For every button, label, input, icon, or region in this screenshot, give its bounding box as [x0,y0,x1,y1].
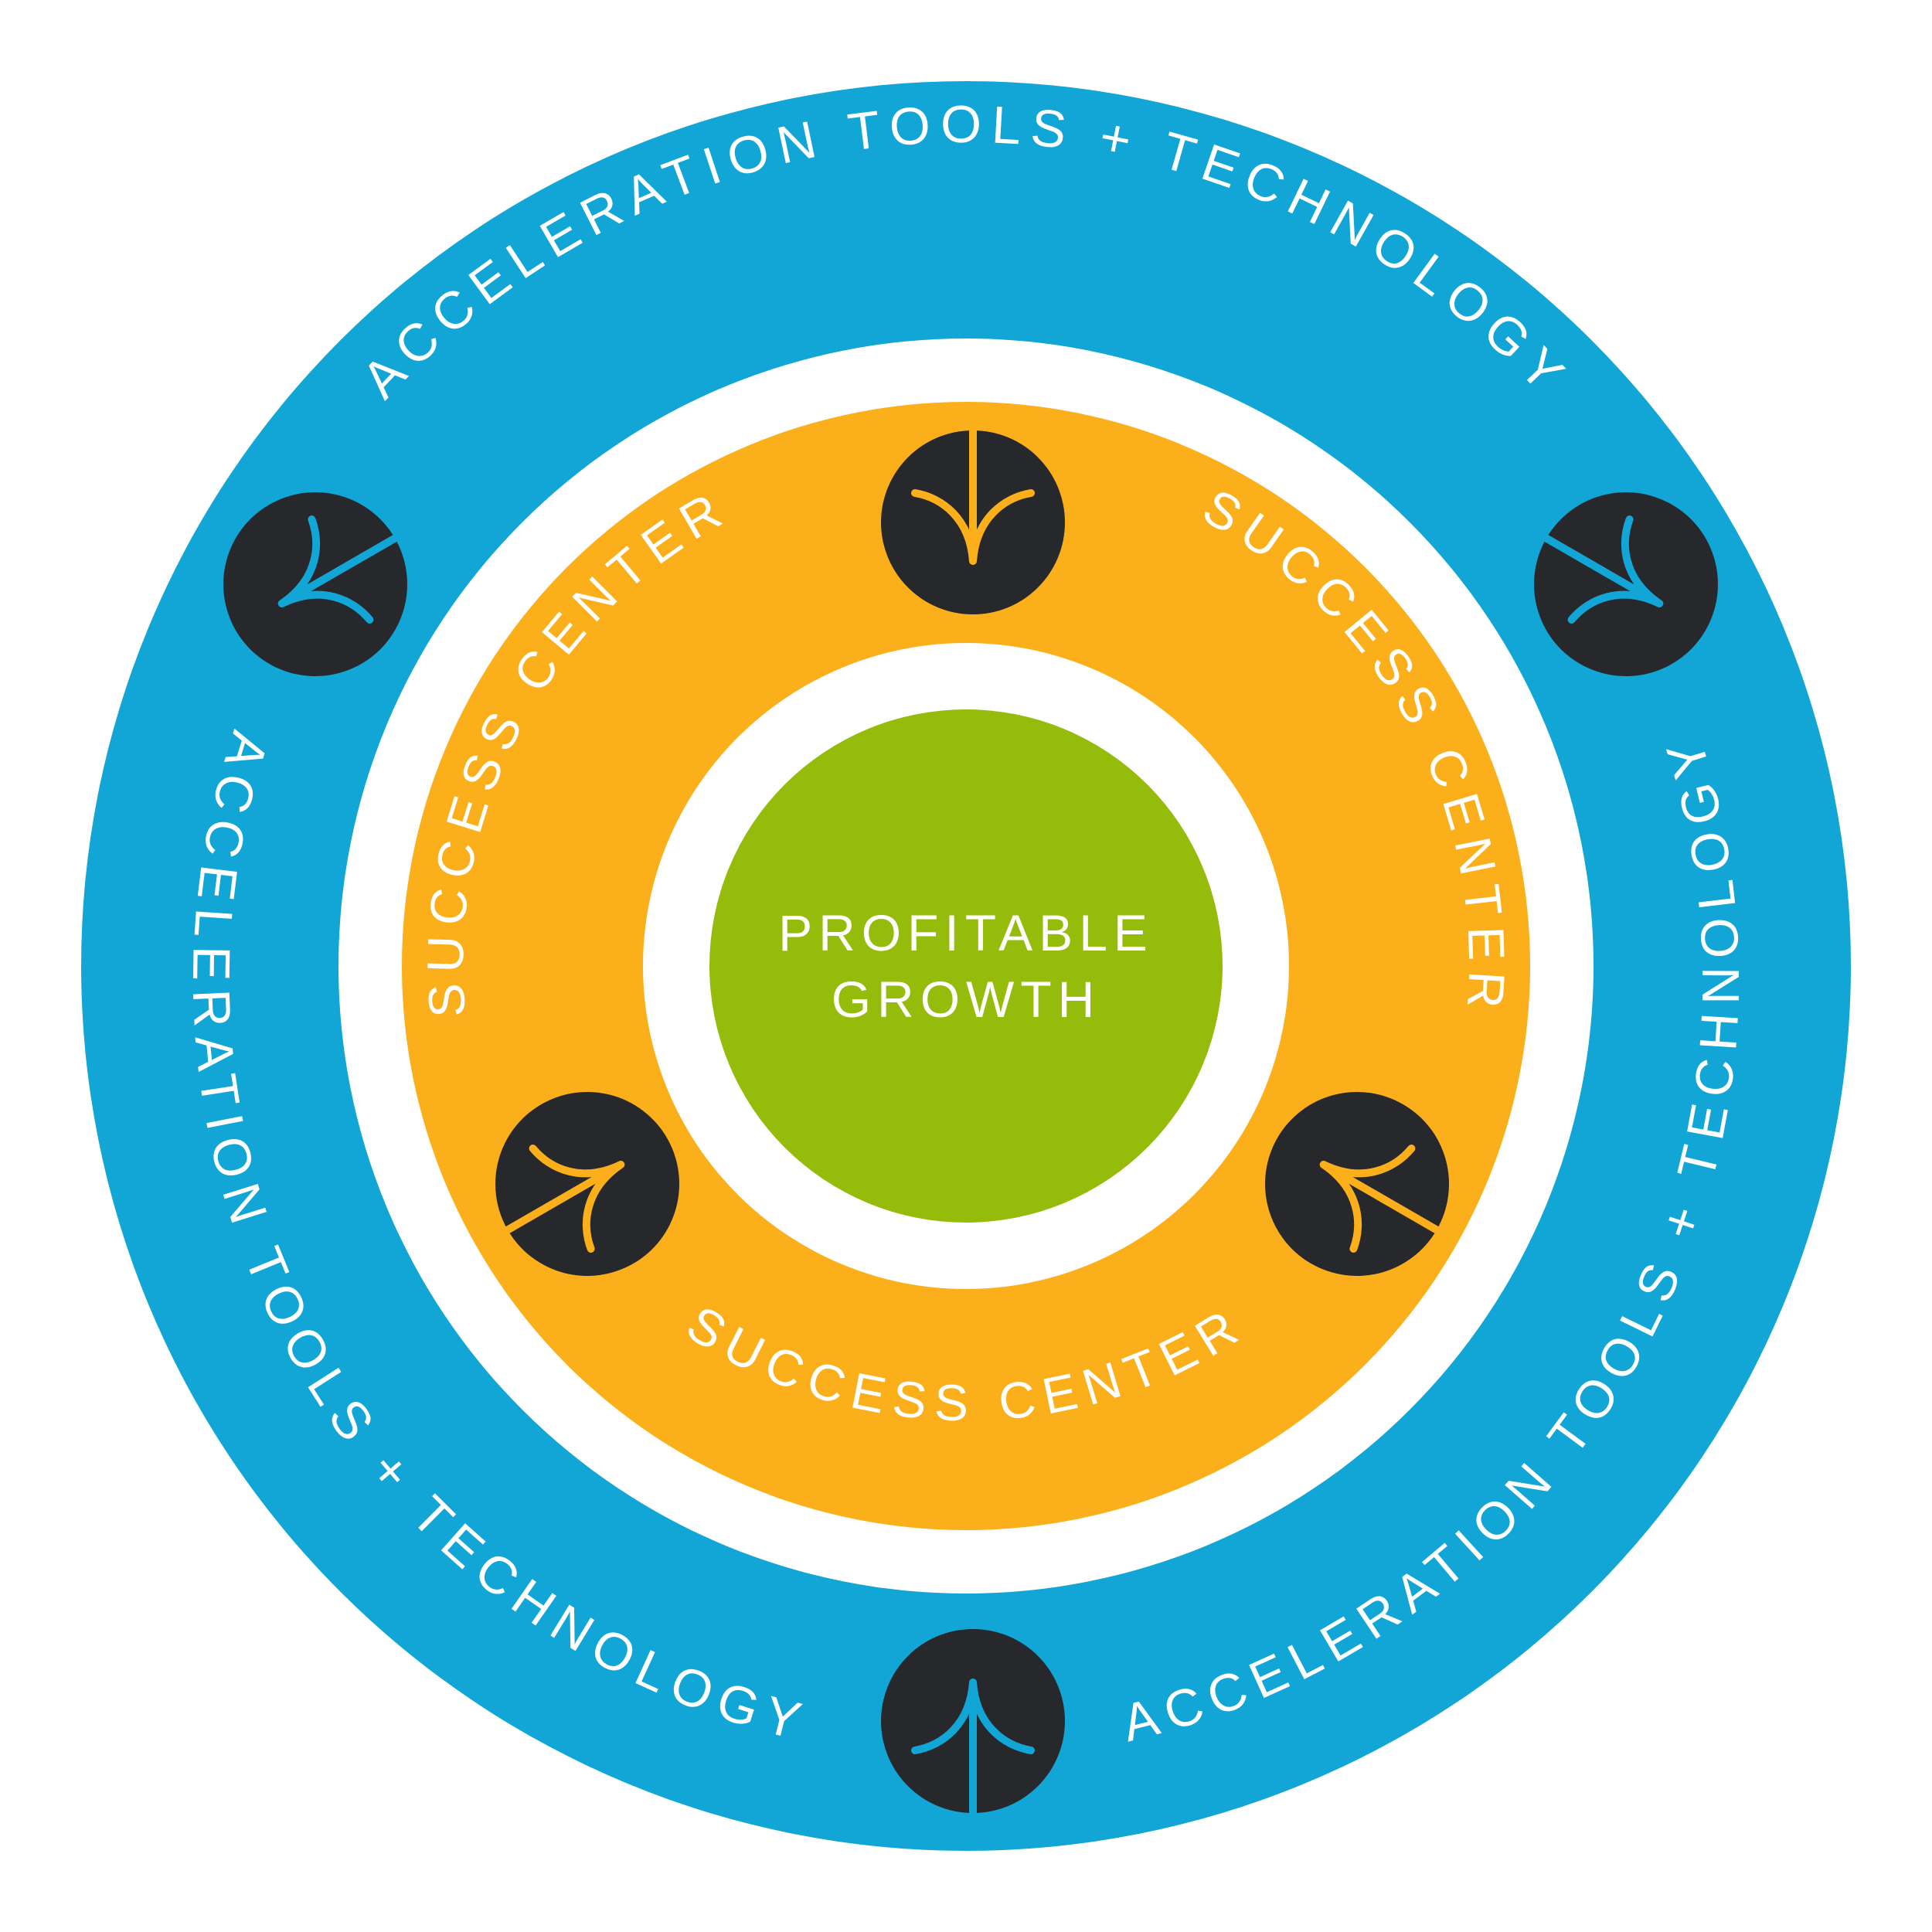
converging-arrow-icon [1319,1145,1440,1253]
acceleration-icon-bottom [881,1629,1065,1816]
success-center-icon-lower-right [1265,1092,1449,1276]
acceleration-icon-upper-right [1534,492,1718,676]
converging-arrow-icon [911,427,1035,565]
converging-arrow-icon [504,1145,625,1253]
core-circle [709,709,1223,1223]
branch-arrow-icon [911,1679,1035,1816]
success-center-icon-top [881,427,1065,614]
core-title-line-1: PROFITABLE [778,904,1154,961]
acceleration-icon-upper-left [223,492,407,676]
branch-arrow-icon [1543,515,1664,624]
branch-arrow-icon [277,515,399,624]
success-center-icon-lower-left [495,1092,679,1276]
core-title-line-2: GROWTH [832,971,1101,1028]
